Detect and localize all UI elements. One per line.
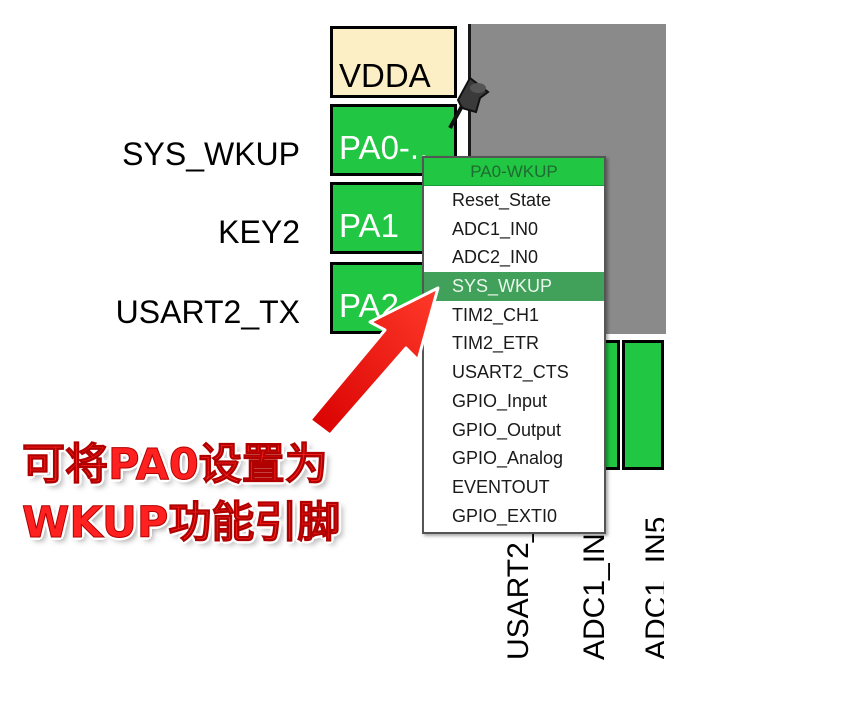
menu-title: PA0-WKUP <box>424 158 604 186</box>
pin-vdda[interactable]: VDDA <box>330 26 457 98</box>
pushpin-cursor-icon <box>448 76 490 129</box>
pin-function-menu[interactable]: PA0-WKUP Reset_State ADC1_IN0 ADC2_IN0 S… <box>422 156 606 534</box>
bottom-label-3: ADC1_IN5 <box>640 516 664 660</box>
menu-item-adc1-in0[interactable]: ADC1_IN0 <box>452 218 539 239</box>
menu-item-gpio-analog[interactable]: GPIO_Analog <box>452 448 564 469</box>
annotation-line-1: 可将PA0设置为 <box>22 440 329 491</box>
menu-item-reset-state[interactable]: Reset_State <box>452 190 552 210</box>
menu-item-sys-wkup[interactable]: SYS_WKUP <box>424 272 604 301</box>
menu-item-adc2-in0[interactable]: ADC2_IN0 <box>452 247 539 268</box>
bottom-label-wrap-3: ADC1_IN5 <box>638 470 664 660</box>
annotation-arrow-icon <box>308 286 440 437</box>
menu-item-tim2-ch1[interactable]: TIM2_CH1 <box>452 304 540 325</box>
pin-bottom-2[interactable] <box>622 340 664 470</box>
bottom-label-2: ADC1_IN <box>578 533 611 660</box>
menu-item-tim2-etr[interactable]: TIM2_ETR <box>452 333 540 354</box>
pin-label-pa2: USART2_TX <box>115 294 300 330</box>
menu-item-gpio-output[interactable]: GPIO_Output <box>452 419 562 440</box>
pin-label-pa1: KEY2 <box>218 214 300 250</box>
menu-item-gpio-exti0[interactable]: GPIO_EXTI0 <box>452 505 558 526</box>
menu-item-usart2-cts[interactable]: USART2_CTS <box>452 362 569 383</box>
annotation-line-2: WKUP功能引脚 <box>21 498 341 549</box>
menu-item-gpio-input[interactable]: GPIO_Input <box>452 390 548 411</box>
pin-label-pa0: SYS_WKUP <box>122 136 300 172</box>
menu-item-eventout[interactable]: EVENTOUT <box>452 476 550 497</box>
